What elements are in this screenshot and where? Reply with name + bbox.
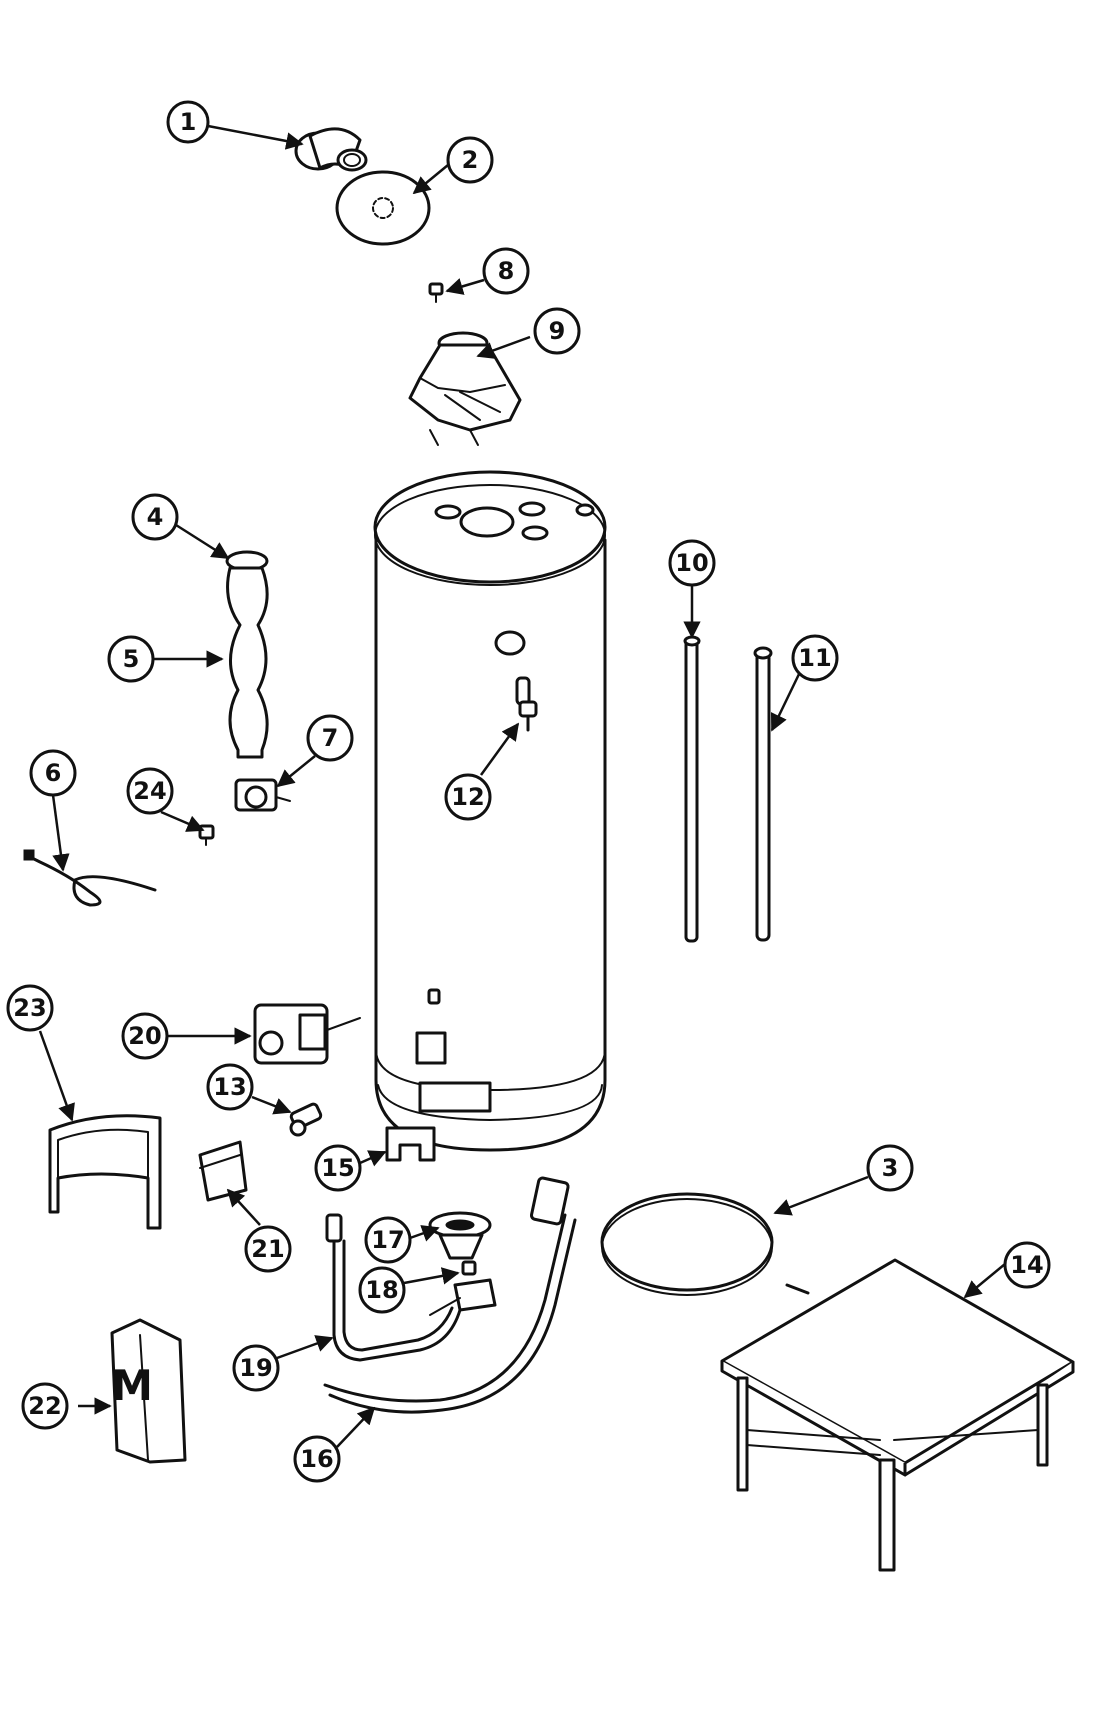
callout-12: 12 (444, 773, 492, 821)
callout-24-label: 24 (133, 777, 166, 805)
leader-9 (476, 335, 531, 359)
anode-rod-part (683, 635, 701, 943)
callout-17: 17 (364, 1216, 412, 1264)
callout-9: 9 (533, 307, 581, 355)
callout-24: 24 (126, 767, 174, 815)
elbow-fitting-part (294, 127, 368, 172)
callout-11-label: 11 (798, 644, 831, 672)
callout-4-label: 4 (147, 503, 164, 531)
callout-14: 14 (1003, 1241, 1051, 1289)
flue-baffle-part (225, 550, 269, 759)
leader-17 (409, 1225, 440, 1242)
clip-part (198, 1140, 248, 1202)
manifold-tube-part (325, 1213, 462, 1362)
callout-15-label: 15 (321, 1154, 354, 1182)
callout-11: 11 (791, 634, 839, 682)
leader-7 (276, 755, 316, 788)
leader-21 (226, 1188, 261, 1226)
callout-1: 1 (166, 100, 210, 144)
callout-13: 13 (206, 1063, 254, 1111)
leader-11 (770, 671, 802, 732)
stand-part (720, 1258, 1075, 1572)
callout-23-label: 23 (13, 994, 46, 1022)
leader-19 (276, 1335, 334, 1360)
gas-valve-part (253, 1003, 361, 1065)
callout-20: 20 (121, 1012, 169, 1060)
strap-ring-part (600, 1192, 810, 1296)
shield-part: M (110, 1318, 187, 1464)
dip-tube-part (753, 646, 773, 942)
callout-18-label: 18 (365, 1276, 398, 1304)
callout-7: 7 (306, 714, 354, 762)
burner-part (428, 1211, 492, 1260)
drain-valve-part (289, 1102, 323, 1137)
leader-24 (160, 810, 205, 832)
callout-16: 16 (293, 1435, 341, 1483)
leader-3 (773, 1175, 869, 1216)
callout-10: 10 (668, 539, 716, 587)
screw-part-8 (428, 282, 444, 303)
callout-3-label: 3 (882, 1154, 899, 1182)
callout-22: 22 (21, 1382, 69, 1430)
callout-5: 5 (107, 635, 155, 683)
callout-19: 19 (232, 1344, 280, 1392)
shield-marking: M (111, 1361, 153, 1410)
leader-2 (412, 164, 449, 195)
callout-21-label: 21 (251, 1235, 284, 1263)
callout-22-label: 22 (28, 1392, 61, 1420)
draft-disk-part (335, 170, 431, 246)
leader-13 (251, 1095, 292, 1115)
callout-3: 3 (866, 1144, 914, 1192)
bracket-part (385, 1126, 436, 1162)
leader-14 (963, 1263, 1006, 1299)
relief-valve-part (515, 676, 538, 732)
leader-16 (336, 1406, 376, 1448)
callout-13-label: 13 (213, 1073, 246, 1101)
leader-4 (175, 523, 230, 560)
callout-16-label: 16 (300, 1445, 333, 1473)
callout-2: 2 (446, 136, 494, 184)
callout-17-label: 17 (371, 1226, 404, 1254)
callout-12-label: 12 (451, 783, 484, 811)
leader-8 (445, 278, 485, 295)
thermostat-knob-part (234, 778, 291, 812)
pilot-assembly-part (429, 1260, 497, 1316)
callout-4: 4 (131, 493, 179, 541)
callout-10-label: 10 (675, 549, 708, 577)
callout-6-label: 6 (45, 759, 62, 787)
callout-18: 18 (358, 1266, 406, 1314)
callout-21: 21 (244, 1225, 292, 1273)
callout-8: 8 (482, 247, 530, 295)
callout-9-label: 9 (549, 317, 566, 345)
leader-18 (403, 1267, 460, 1285)
leader-lines (38, 124, 1006, 1448)
access-door-part (48, 1114, 162, 1230)
callout-5-label: 5 (123, 645, 140, 673)
leader-23 (38, 1030, 75, 1122)
callout-8-label: 8 (498, 257, 515, 285)
leader-1 (207, 124, 304, 150)
callout-23: 23 (6, 984, 54, 1032)
callout-2-label: 2 (462, 146, 479, 174)
callout-14-label: 14 (1010, 1251, 1043, 1279)
leader-15 (359, 1150, 387, 1167)
callout-1-label: 1 (180, 108, 197, 136)
leader-12 (479, 722, 520, 776)
water-heater-tank (373, 470, 607, 1152)
callout-19-label: 19 (239, 1354, 272, 1382)
callout-15: 15 (314, 1144, 362, 1192)
wire-cable-part (23, 849, 157, 907)
draft-hood-part (408, 331, 522, 446)
callout-20-label: 20 (128, 1022, 161, 1050)
callout-6: 6 (29, 749, 77, 797)
callout-7-label: 7 (322, 724, 339, 752)
leader-6 (51, 794, 70, 872)
